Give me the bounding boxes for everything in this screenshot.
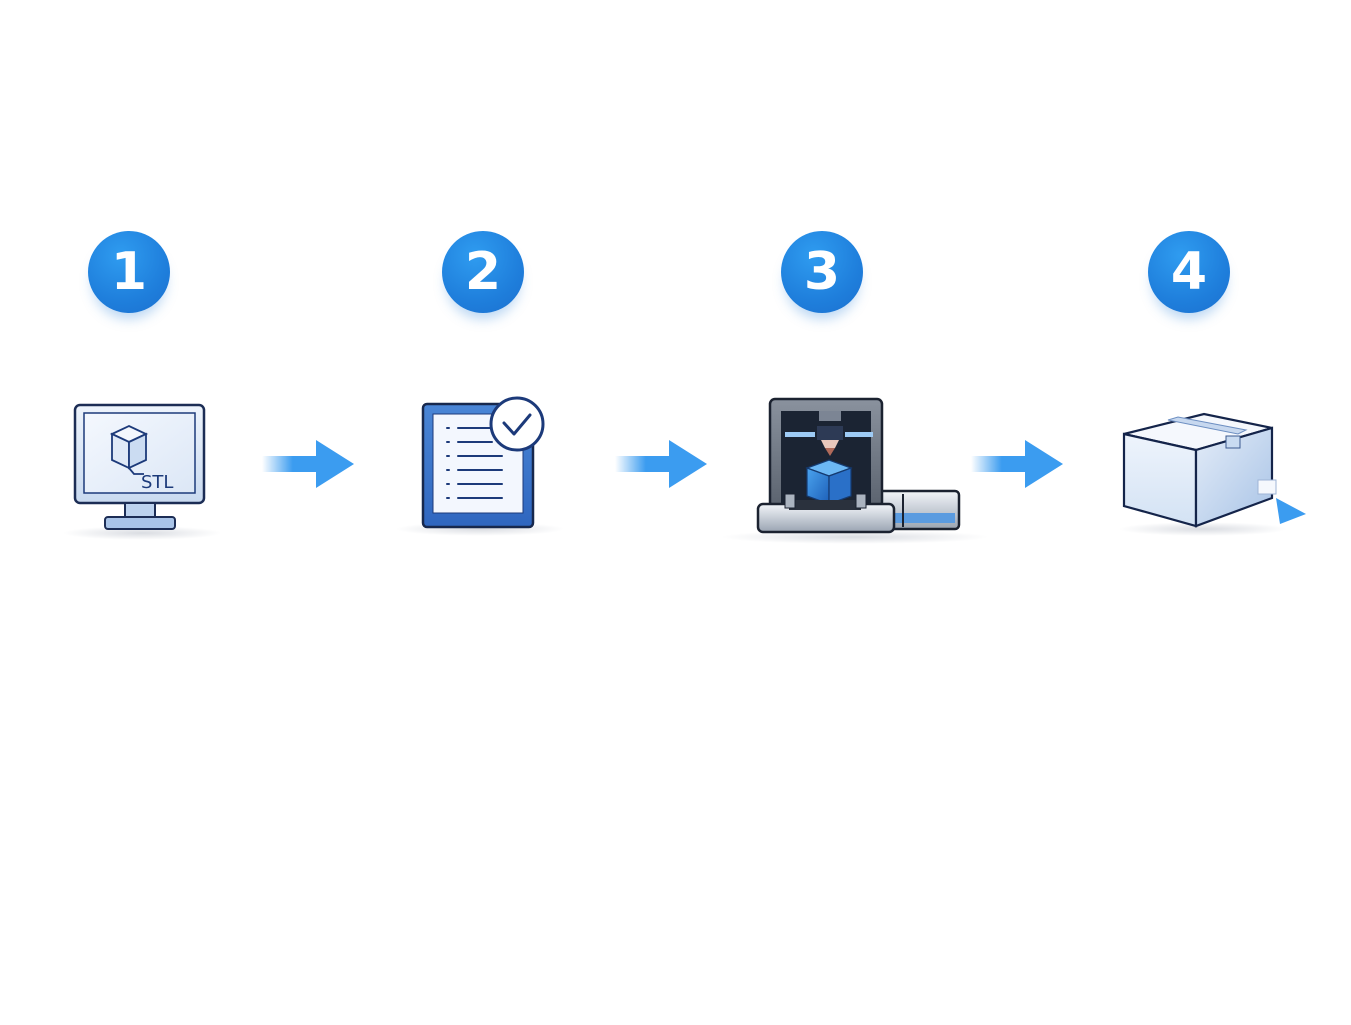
monitor-stl-icon: STL — [73, 403, 206, 530]
step-2-badge: 2 — [442, 231, 524, 313]
arrow-right-icon — [262, 440, 354, 488]
arrow-right-icon — [971, 440, 1063, 488]
step-1-badge: 1 — [88, 231, 170, 313]
shipping-box-icon — [1122, 412, 1306, 528]
arrow-right-icon — [615, 440, 707, 488]
check-icon — [502, 413, 532, 436]
checklist-approved-icon — [421, 396, 545, 529]
3d-printer-icon — [756, 397, 961, 534]
send-arrow-icon — [1276, 498, 1306, 524]
step-4-badge: 4 — [1148, 231, 1230, 313]
step-4-shadow — [1118, 522, 1288, 536]
step-3-shadow — [720, 530, 990, 544]
step-1-shadow — [62, 526, 222, 540]
step-3-badge: 3 — [781, 231, 863, 313]
stl-label: STL — [141, 472, 173, 493]
